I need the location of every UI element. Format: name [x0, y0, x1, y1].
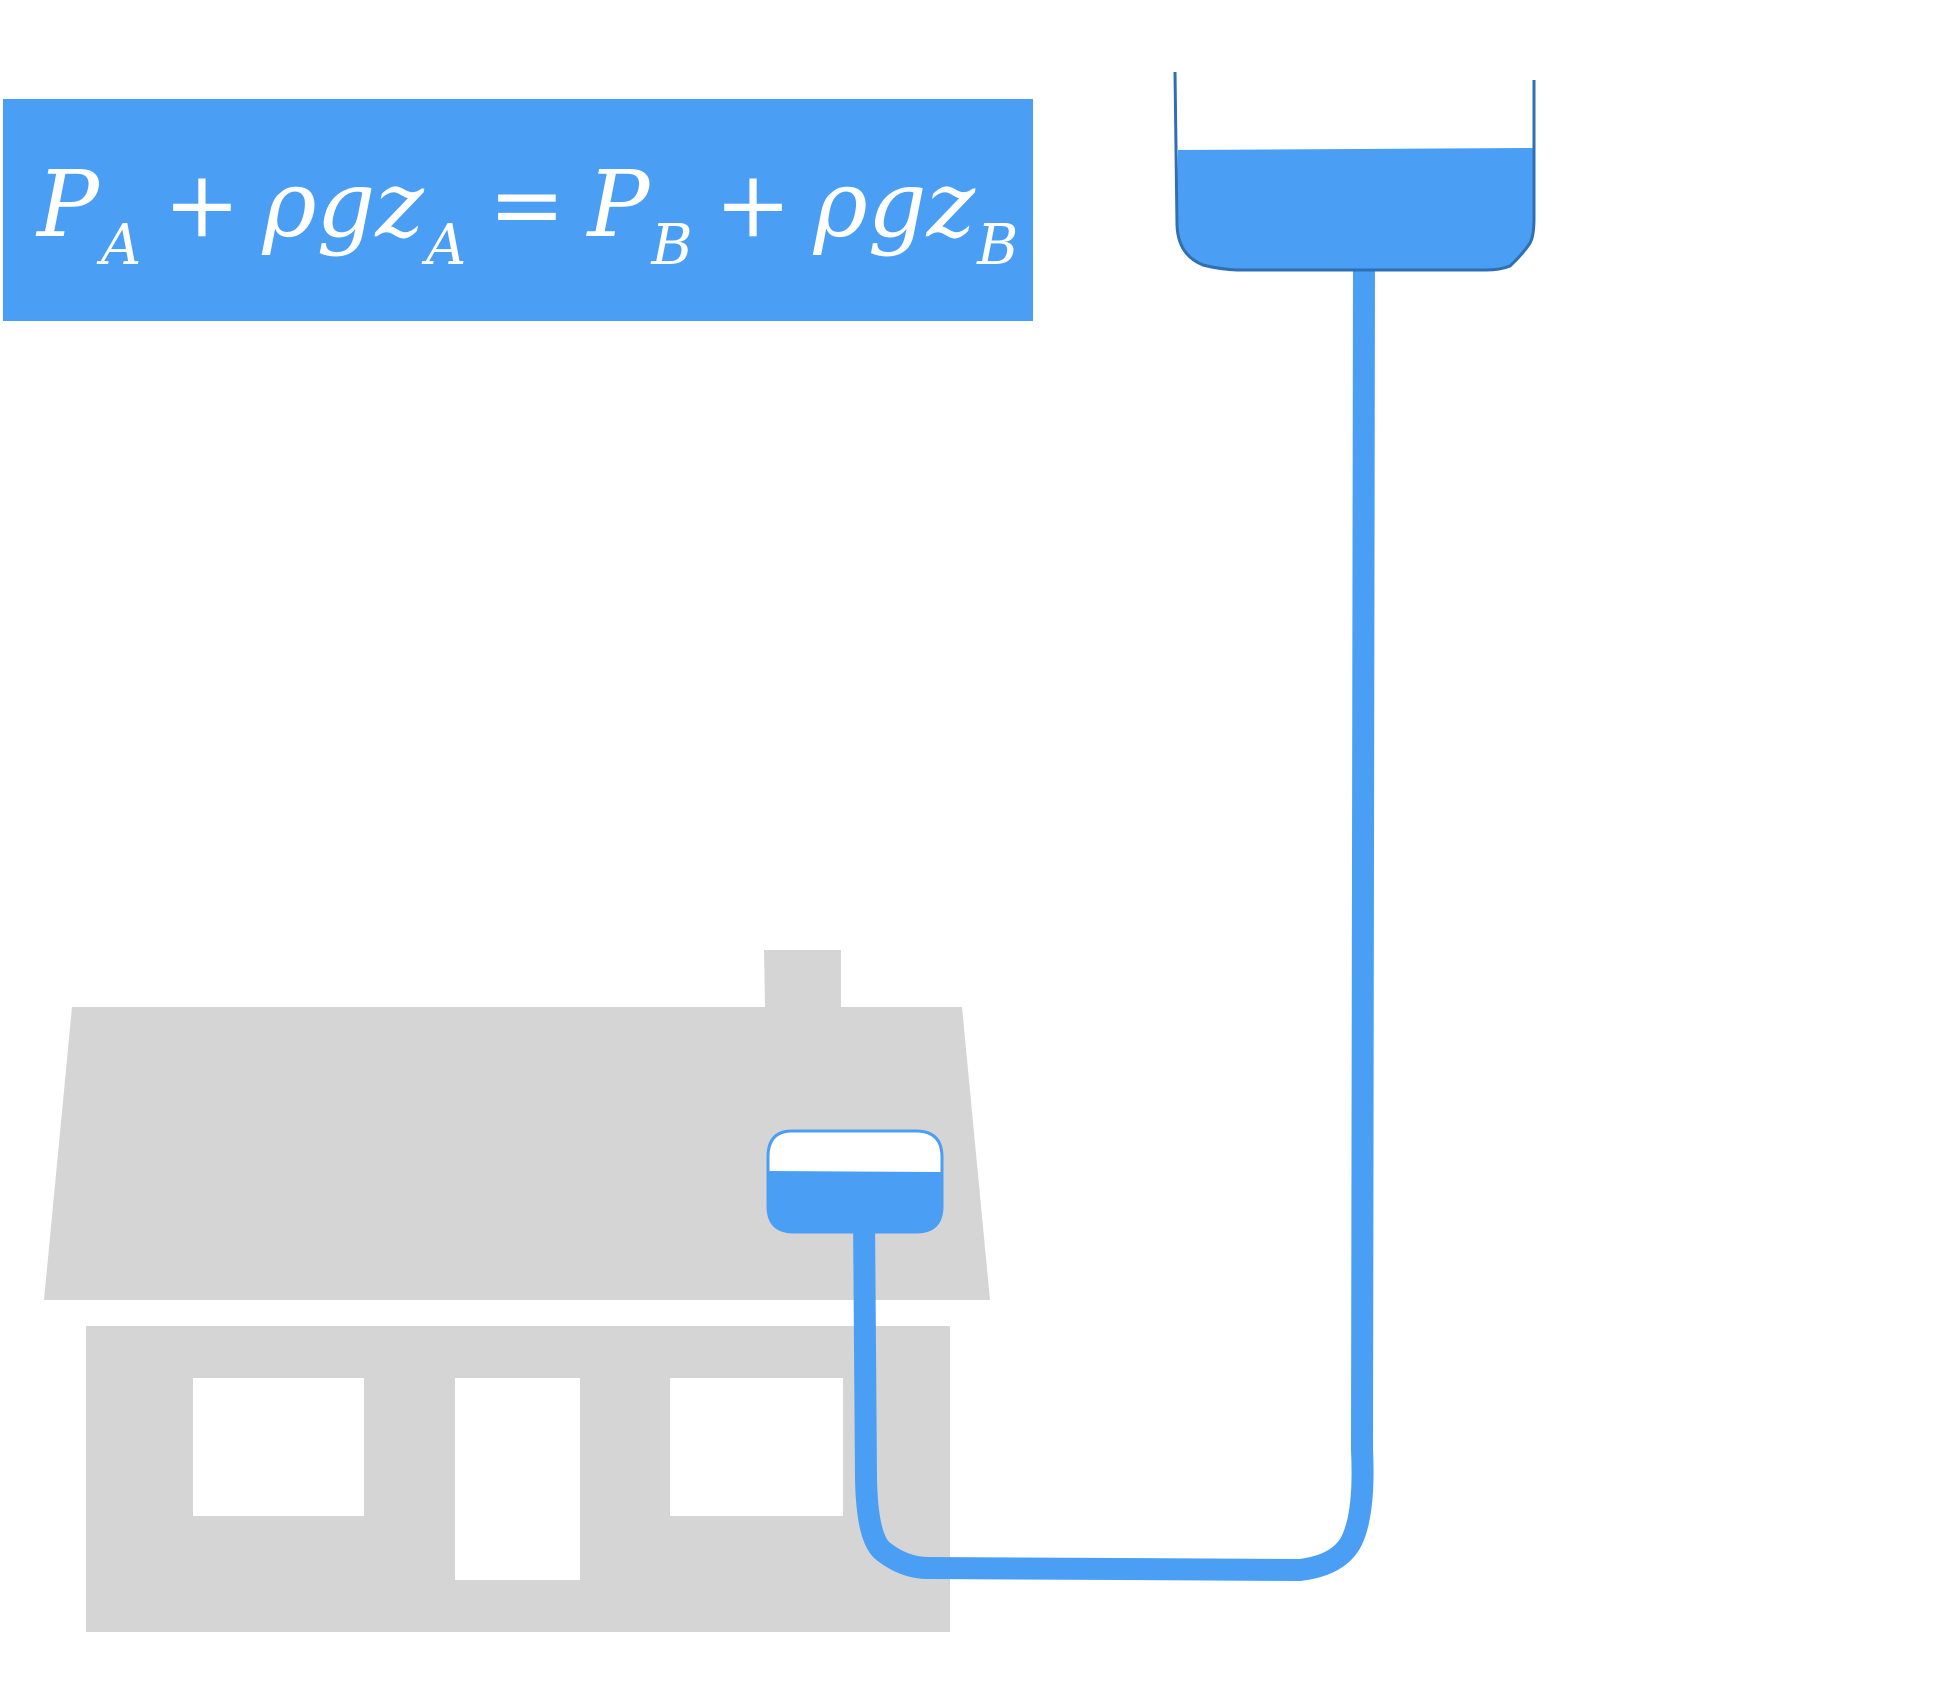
pressure-subscript-b: B: [651, 213, 693, 278]
elevation-subscript-b: B: [977, 213, 1019, 278]
pressure-symbol-a: P: [37, 151, 99, 258]
elevation-subscript-a: A: [425, 213, 467, 278]
pressure-symbol-b: P: [587, 151, 650, 258]
elevated-tank-water: [1177, 148, 1534, 270]
house-tank-water: [768, 1171, 942, 1232]
supply-pipe: [853, 261, 1375, 1581]
house-roof: [44, 950, 990, 1300]
house: [44, 950, 990, 1632]
house-door: [455, 1378, 580, 1580]
plus-sign-rhs: +: [714, 151, 792, 258]
elevated-water-tank: [1173, 71, 1536, 272]
house-window-right: [670, 1378, 843, 1516]
pressure-subscript-a: A: [100, 213, 142, 278]
rho-g-z-b: ρgz: [813, 151, 976, 258]
plus-sign-lhs: +: [163, 151, 241, 258]
rho-g-z-a: ρgz: [262, 151, 424, 258]
house-window-left: [193, 1378, 364, 1516]
equals-sign: =: [488, 151, 566, 258]
elevated-tank-outline: [1173, 71, 1536, 272]
house-water-tank: [766, 1129, 944, 1234]
